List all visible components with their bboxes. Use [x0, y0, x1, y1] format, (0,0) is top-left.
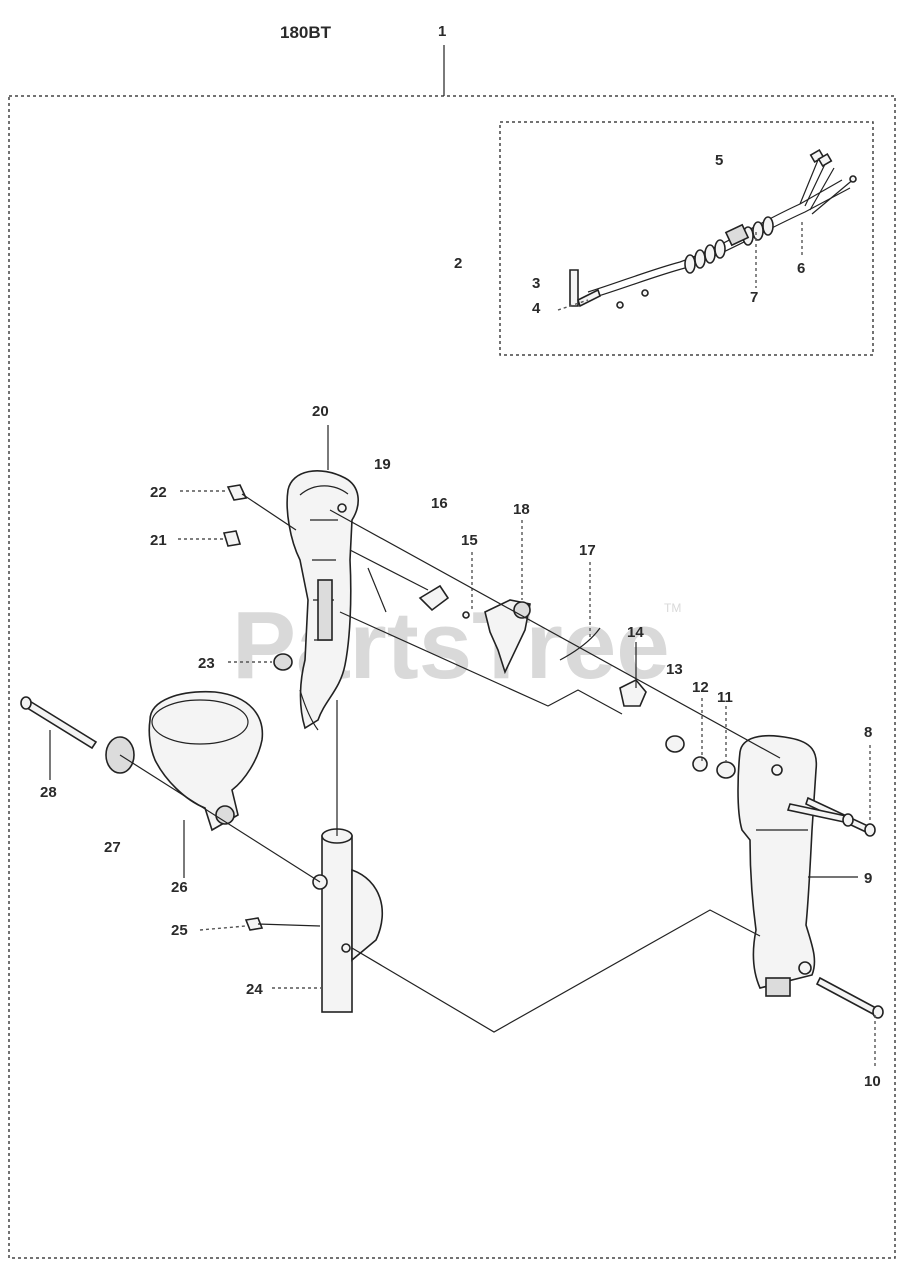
callout-22: 22: [150, 484, 167, 501]
callout-labels: 1 2 3 4 5 6 7 8 9 10 11 12 13 14 15 16 1…: [40, 23, 881, 1090]
callout-27: 27: [104, 839, 121, 856]
watermark-text: PartsTree: [232, 592, 670, 699]
watermark-trademark: TM: [664, 601, 681, 615]
callout-18: 18: [513, 501, 530, 518]
assembly-border: [8, 95, 896, 1259]
callout-17: 17: [579, 542, 596, 559]
callout-19: 19: [374, 456, 391, 473]
callout-13: 13: [666, 661, 683, 678]
wiring-harness: [569, 148, 857, 309]
callout-15: 15: [461, 532, 478, 549]
grip-small-parts: [222, 484, 736, 779]
callout-21: 21: [150, 532, 167, 549]
callout-1: 1: [438, 23, 446, 40]
rear-handle: [737, 734, 818, 997]
callout-28: 28: [40, 784, 57, 801]
callout-3: 3: [532, 275, 540, 292]
callout-7: 7: [750, 289, 758, 306]
callout-16: 16: [431, 495, 448, 512]
callout-24: 24: [246, 981, 263, 998]
callout-5: 5: [715, 152, 723, 169]
callout-12: 12: [692, 679, 709, 696]
callout-20: 20: [312, 403, 329, 420]
callout-23: 23: [198, 655, 215, 672]
callout-14: 14: [627, 624, 644, 641]
callout-4: 4: [532, 300, 541, 317]
callout-26: 26: [171, 879, 188, 896]
watermark: PartsTree TM: [232, 592, 681, 699]
callout-25: 25: [171, 922, 188, 939]
callout-8: 8: [864, 724, 872, 741]
harness-kit-border: [499, 121, 874, 356]
callout-10: 10: [864, 1073, 881, 1090]
model-title: 180BT: [280, 23, 332, 42]
callout-6: 6: [797, 260, 805, 277]
callout-9: 9: [864, 870, 872, 887]
callout-2: 2: [454, 255, 462, 272]
leader-lines: [49, 222, 876, 1068]
throttle-handle-grip: [286, 470, 359, 731]
handle-tube: [244, 828, 384, 1013]
callout-11: 11: [717, 689, 733, 706]
